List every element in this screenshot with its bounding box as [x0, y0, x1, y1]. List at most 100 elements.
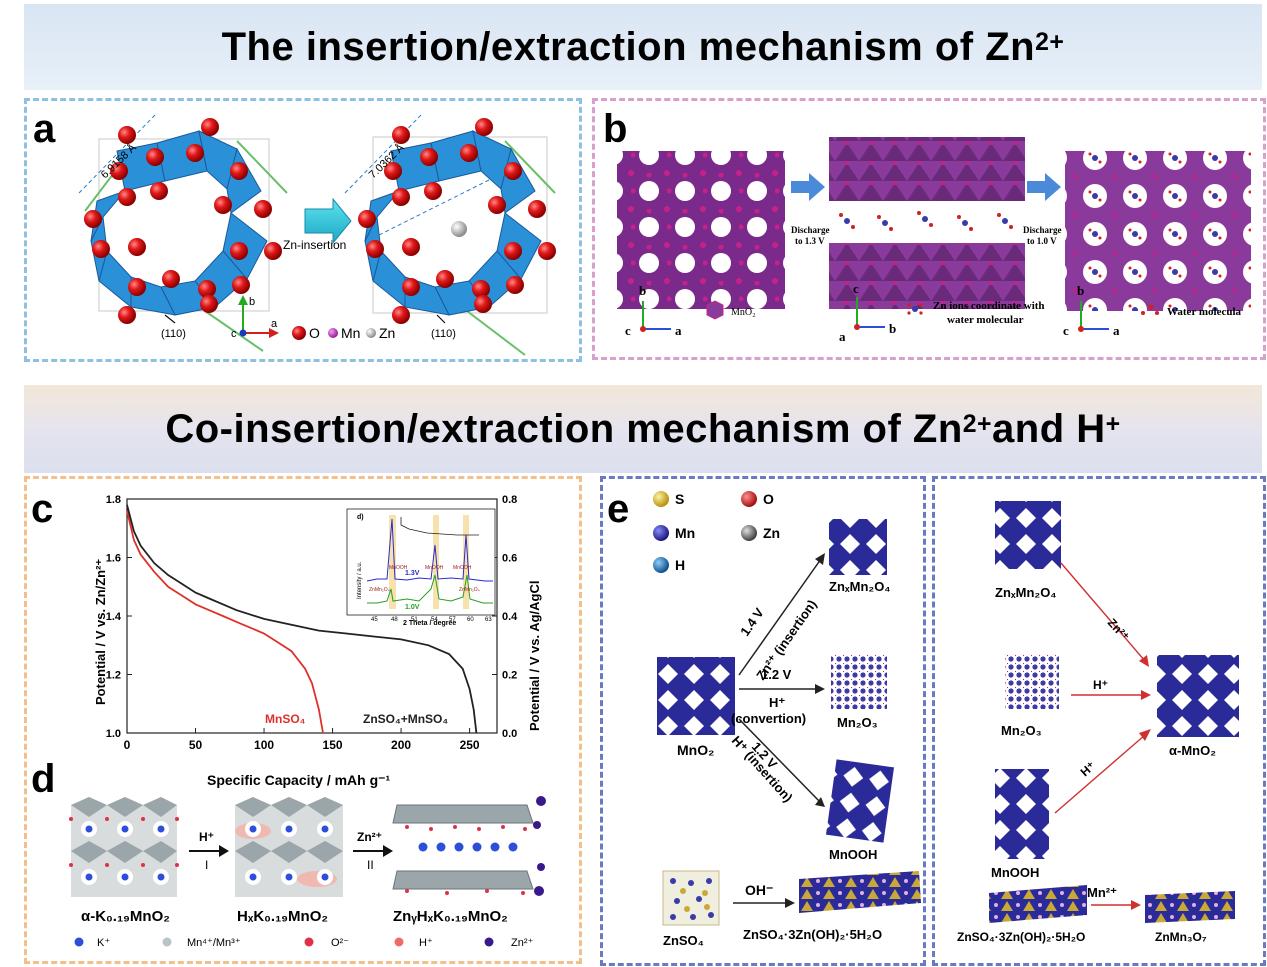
axes-b-mid: c a b [839, 281, 896, 344]
axis-b-left-a: a [675, 323, 682, 338]
legend-e-h: H [675, 557, 685, 573]
name-zny-hx-k-mno2: ZnᵧHₓK₀.₁₉MnO₂ [393, 908, 508, 925]
panel-e-right: ZnₓMn₂O₄ Mn₂O₃ MnOOH α-MnO₂ Zn²⁺ H⁺ H⁺ Z… [932, 476, 1266, 966]
legend-o-label: O [309, 325, 320, 341]
chart-xlabel: Specific Capacity / mAh g⁻¹ [207, 772, 391, 788]
axes-a: b c a [231, 295, 279, 340]
chart-ylabel-right: Potential / V vs. Ag/AgCl [527, 581, 542, 731]
structure-znso4-zn-oh [799, 871, 921, 913]
y-tick-label: 1.4 [106, 611, 122, 623]
structure-layered-intermediate [829, 137, 1025, 309]
step-h-ion: H⁺ [199, 830, 214, 844]
panel-e-legend: S O Mn Zn H [653, 491, 780, 573]
legend-o: O²⁻ [331, 937, 349, 949]
axis-label-b: b [249, 296, 255, 308]
discharge-1-label-b: to 1.3 V [795, 236, 825, 246]
label-right-ion-mn: Mn²⁺ [1087, 885, 1117, 900]
path-mid-process: (convertion) [731, 711, 806, 726]
structure-mnooh-right [995, 769, 1049, 859]
path-top-voltage: 1.4 V [737, 605, 767, 639]
banner-co-and: and H [992, 406, 1106, 451]
plane-label-right: (110) [431, 328, 456, 340]
step-arrow-h: H⁺ I [189, 830, 229, 872]
label-znso4-zn-oh: ZnSO₄·3Zn(OH)₂·5H₂O [743, 927, 882, 942]
inset-xtick-51: 51 [411, 617, 418, 623]
label-right-mnooh: MnOOH [991, 865, 1039, 880]
structure-zny-hx-k-mno2 [392, 796, 546, 896]
legend-mno2-label: MnO₂ [731, 307, 756, 318]
name-hx-k-mno2: HₓK₀.₁₉MnO₂ [237, 908, 328, 925]
structure-mn2o3 [831, 655, 887, 709]
name-alpha-k-mno2: α-K₀.₁₉MnO₂ [81, 908, 170, 925]
banner-co-insertion-title: Co-insertion/extraction mechanism of Zn [165, 406, 963, 451]
inset-trace-1-0v: 1.0V [405, 604, 420, 611]
y-tick-label: 1.8 [106, 494, 121, 506]
label-znxmn2o4: ZnₓMn₂O₄ [829, 579, 891, 594]
x-tick-label: 0 [124, 738, 131, 752]
chart-ylabel-left: Potential / V vs. Zn/Zn²⁺ [93, 559, 108, 705]
label-mnooh: MnOOH [829, 847, 877, 862]
legend-zn: Zn²⁺ [511, 937, 534, 949]
inset-xtick-45: 45 [371, 617, 378, 623]
panel-e-right-figure: ZnₓMn₂O₄ Mn₂O₃ MnOOH α-MnO₂ Zn²⁺ H⁺ H⁺ Z… [957, 501, 1239, 944]
panel-d-legend: K⁺ Mn⁴⁺/Mn³⁺ O²⁻ H⁺ Zn²⁺ [74, 937, 534, 949]
y2-tick-label: 0.2 [502, 670, 517, 682]
arrow-right-h2: H⁺ [1054, 729, 1151, 814]
axis-b-mid-a: a [839, 329, 846, 344]
axes-b-right: b c a [1063, 283, 1120, 338]
arrow-path-top: 1.4 V Zn²⁺ (insertion) [737, 553, 825, 683]
panel-a-legend: O Mn Zn [292, 325, 395, 341]
banner-co-sup-h: + [1105, 411, 1121, 438]
xrd-inset: d) Intensity / a.u. 2 Theta / degree 45 … [346, 508, 496, 627]
discharge-arrow-1: Discharge to 1.3 V [791, 173, 830, 246]
legend-k: K⁺ [97, 937, 110, 949]
structure-mn2o3-right [1005, 655, 1059, 709]
structure-znmn3o7 [1145, 891, 1235, 923]
legend-zn-water-b: water molecular [947, 314, 1024, 326]
label-mno2-center: MnO₂ [677, 742, 714, 758]
arrow-right-mn: Mn²⁺ [1087, 885, 1141, 910]
structure-zn-inserted [1065, 151, 1251, 311]
panel-e-left: e S O Mn Zn H MnO₂ [600, 476, 926, 966]
structure-mno2-tunnel [617, 151, 785, 309]
plane-label-left: (110) [161, 328, 186, 340]
discharge-2-label-a: Discharge [1023, 225, 1062, 235]
inset-xtick-54: 54 [431, 617, 438, 623]
x-tick-label: 200 [391, 738, 411, 752]
structure-znxmn2o4 [829, 519, 887, 575]
label-oh: OH⁻ [745, 882, 773, 898]
structure-alpha-k-mno2 [69, 797, 179, 897]
panel-a-label: a [33, 107, 56, 151]
axis-b-mid-b: b [889, 321, 896, 336]
y2-tick-label: 0.8 [502, 494, 517, 506]
axis-label-a: a [271, 318, 278, 330]
panel-c-label: c [31, 487, 54, 531]
y-tick-label: 1.6 [106, 553, 121, 565]
label-znmn3o7: ZnMn₃O₇ [1155, 930, 1207, 944]
arrow-oh: OH⁻ [733, 882, 795, 908]
structure-znso4-zn-oh-right [989, 885, 1087, 923]
label-right-ion-h1: H⁺ [1093, 678, 1108, 692]
legend-zn-water-a: Zn ions coordinate with [933, 300, 1045, 312]
axis-b-right-b: b [1077, 283, 1084, 298]
series-line-znso4-mnso4 [126, 504, 478, 734]
arrow-right-zn: Zn²⁺ [1060, 562, 1149, 667]
discharge-2-label-b: to 1.0 V [1027, 236, 1057, 246]
inset-phase-4: MnOOH [453, 565, 472, 571]
label-right-ion-h2: H⁺ [1078, 759, 1099, 779]
panel-e-left-figure: S O Mn Zn H MnO₂ ZnₓMn₂O₄ Mn₂O₃ MnOOH 1.… [653, 491, 921, 948]
step-zn-ion: Zn²⁺ [357, 830, 382, 844]
legend-e-mn: Mn [675, 525, 695, 541]
discharge-arrow-2: Discharge to 1.0 V [1023, 173, 1062, 246]
inset-xtick-48: 48 [391, 617, 398, 623]
legend-zn-label: Zn [379, 325, 395, 341]
banner-insertion-sup: 2+ [1035, 29, 1065, 56]
inset-xtick-57: 57 [449, 617, 456, 623]
legend-e-s: S [675, 491, 684, 507]
axes-b-left: b c a [625, 283, 682, 338]
panel-a-figure: 6.9158 Å (110) Zn-insertion [78, 112, 556, 356]
panel-b-figure: Discharge to 1.3 V Discharge to 1.0 V b … [617, 137, 1251, 344]
panel-a: a [24, 98, 582, 362]
